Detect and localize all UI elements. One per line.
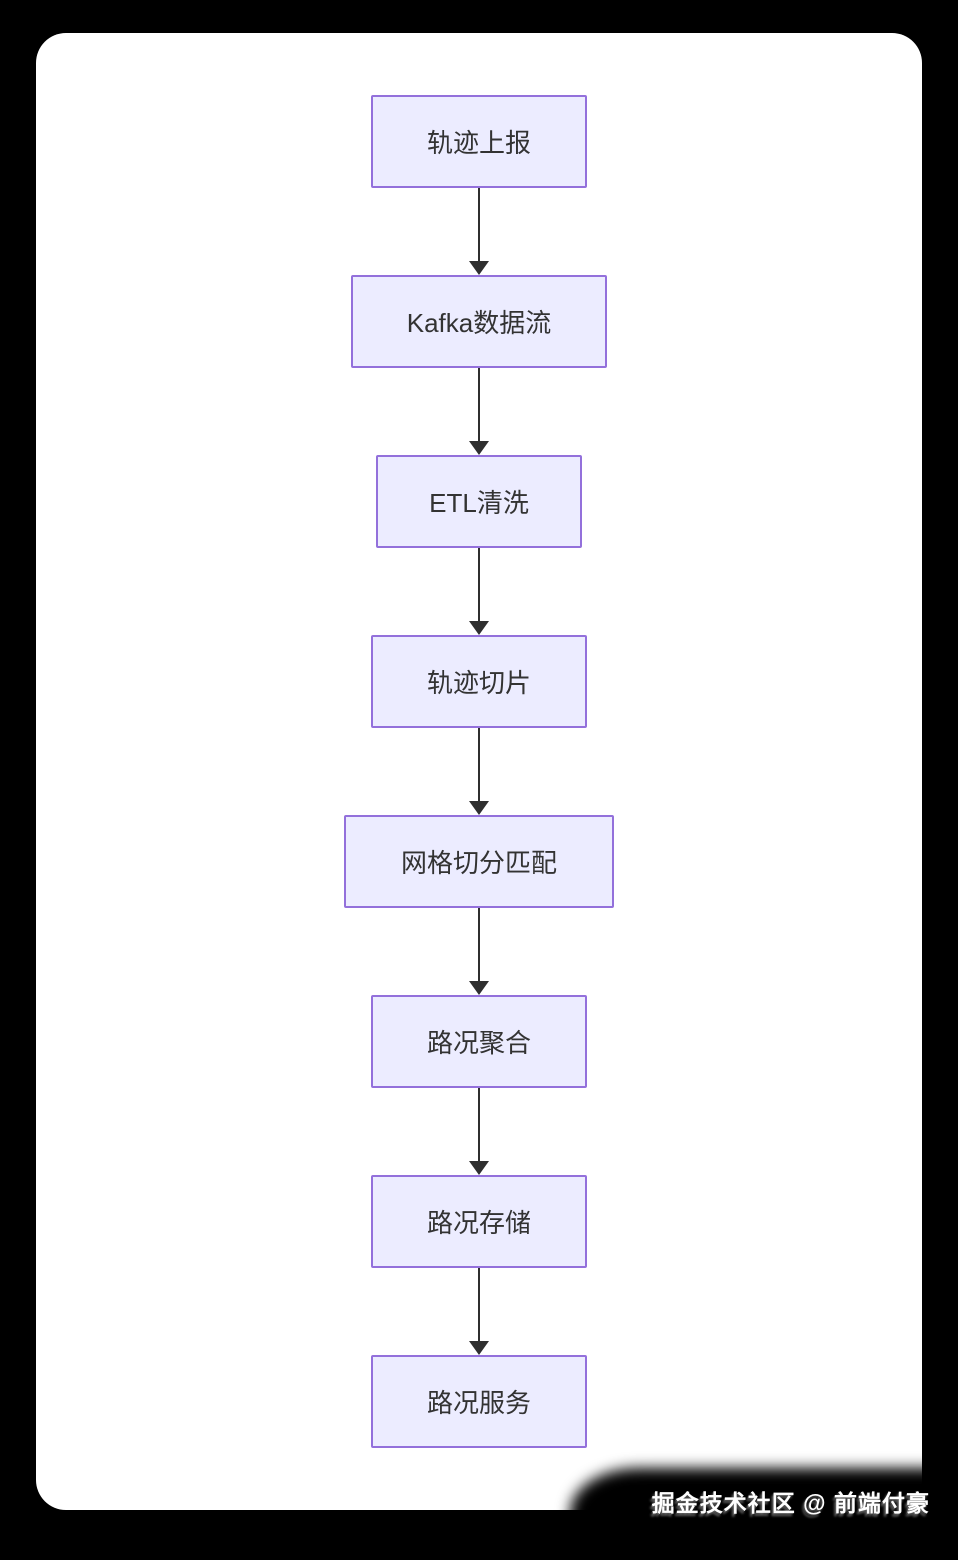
flow-node-label: 轨迹上报 <box>426 128 531 158</box>
flow-node-label: 轨迹切片 <box>426 668 531 698</box>
arrow-line <box>478 368 480 441</box>
flow-node-label: 路况聚合 <box>426 1028 531 1058</box>
flow-node-kafka-stream: Kafka数据流 <box>351 275 607 368</box>
flow-node-trajectory-slice: 轨迹切片 <box>371 635 587 728</box>
arrowhead-icon <box>469 981 489 995</box>
flow-arrow <box>469 368 489 455</box>
watermark-shadow-blob <box>570 1468 958 1560</box>
arrow-line <box>478 1088 480 1161</box>
flow-node-label: ETL清洗 <box>429 488 529 518</box>
arrowhead-icon <box>469 801 489 815</box>
arrow-line <box>478 1268 480 1341</box>
flow-node-label: Kafka数据流 <box>406 308 552 338</box>
flowchart: 轨迹上报 Kafka数据流 ETL清洗 轨迹切片 网格切分匹配 路况聚合 <box>0 95 958 1448</box>
flow-node-etl-clean: ETL清洗 <box>376 455 582 548</box>
flow-node-trajectory-report: 轨迹上报 <box>371 95 587 188</box>
arrow-line <box>478 908 480 981</box>
flow-arrow <box>469 1088 489 1175</box>
arrowhead-icon <box>469 261 489 275</box>
watermark-text: 掘金技术社区 @ 前端付豪 <box>651 1490 930 1516</box>
flow-arrow <box>469 548 489 635</box>
flow-arrow <box>469 1268 489 1355</box>
arrowhead-icon <box>469 441 489 455</box>
arrowhead-icon <box>469 1161 489 1175</box>
flow-arrow <box>469 188 489 275</box>
flow-node-traffic-aggregate: 路况聚合 <box>371 995 587 1088</box>
flow-node-traffic-service: 路况服务 <box>371 1355 587 1448</box>
flow-node-label: 网格切分匹配 <box>400 848 557 878</box>
flow-node-label: 路况服务 <box>426 1388 531 1418</box>
arrow-line <box>478 548 480 621</box>
flow-arrow <box>469 908 489 995</box>
arrow-line <box>478 188 480 261</box>
flow-node-label: 路况存储 <box>426 1208 531 1238</box>
flow-node-traffic-storage: 路况存储 <box>371 1175 587 1268</box>
flow-node-grid-match: 网格切分匹配 <box>344 815 614 908</box>
arrowhead-icon <box>469 1341 489 1355</box>
flow-arrow <box>469 728 489 815</box>
arrow-line <box>478 728 480 801</box>
arrowhead-icon <box>469 621 489 635</box>
